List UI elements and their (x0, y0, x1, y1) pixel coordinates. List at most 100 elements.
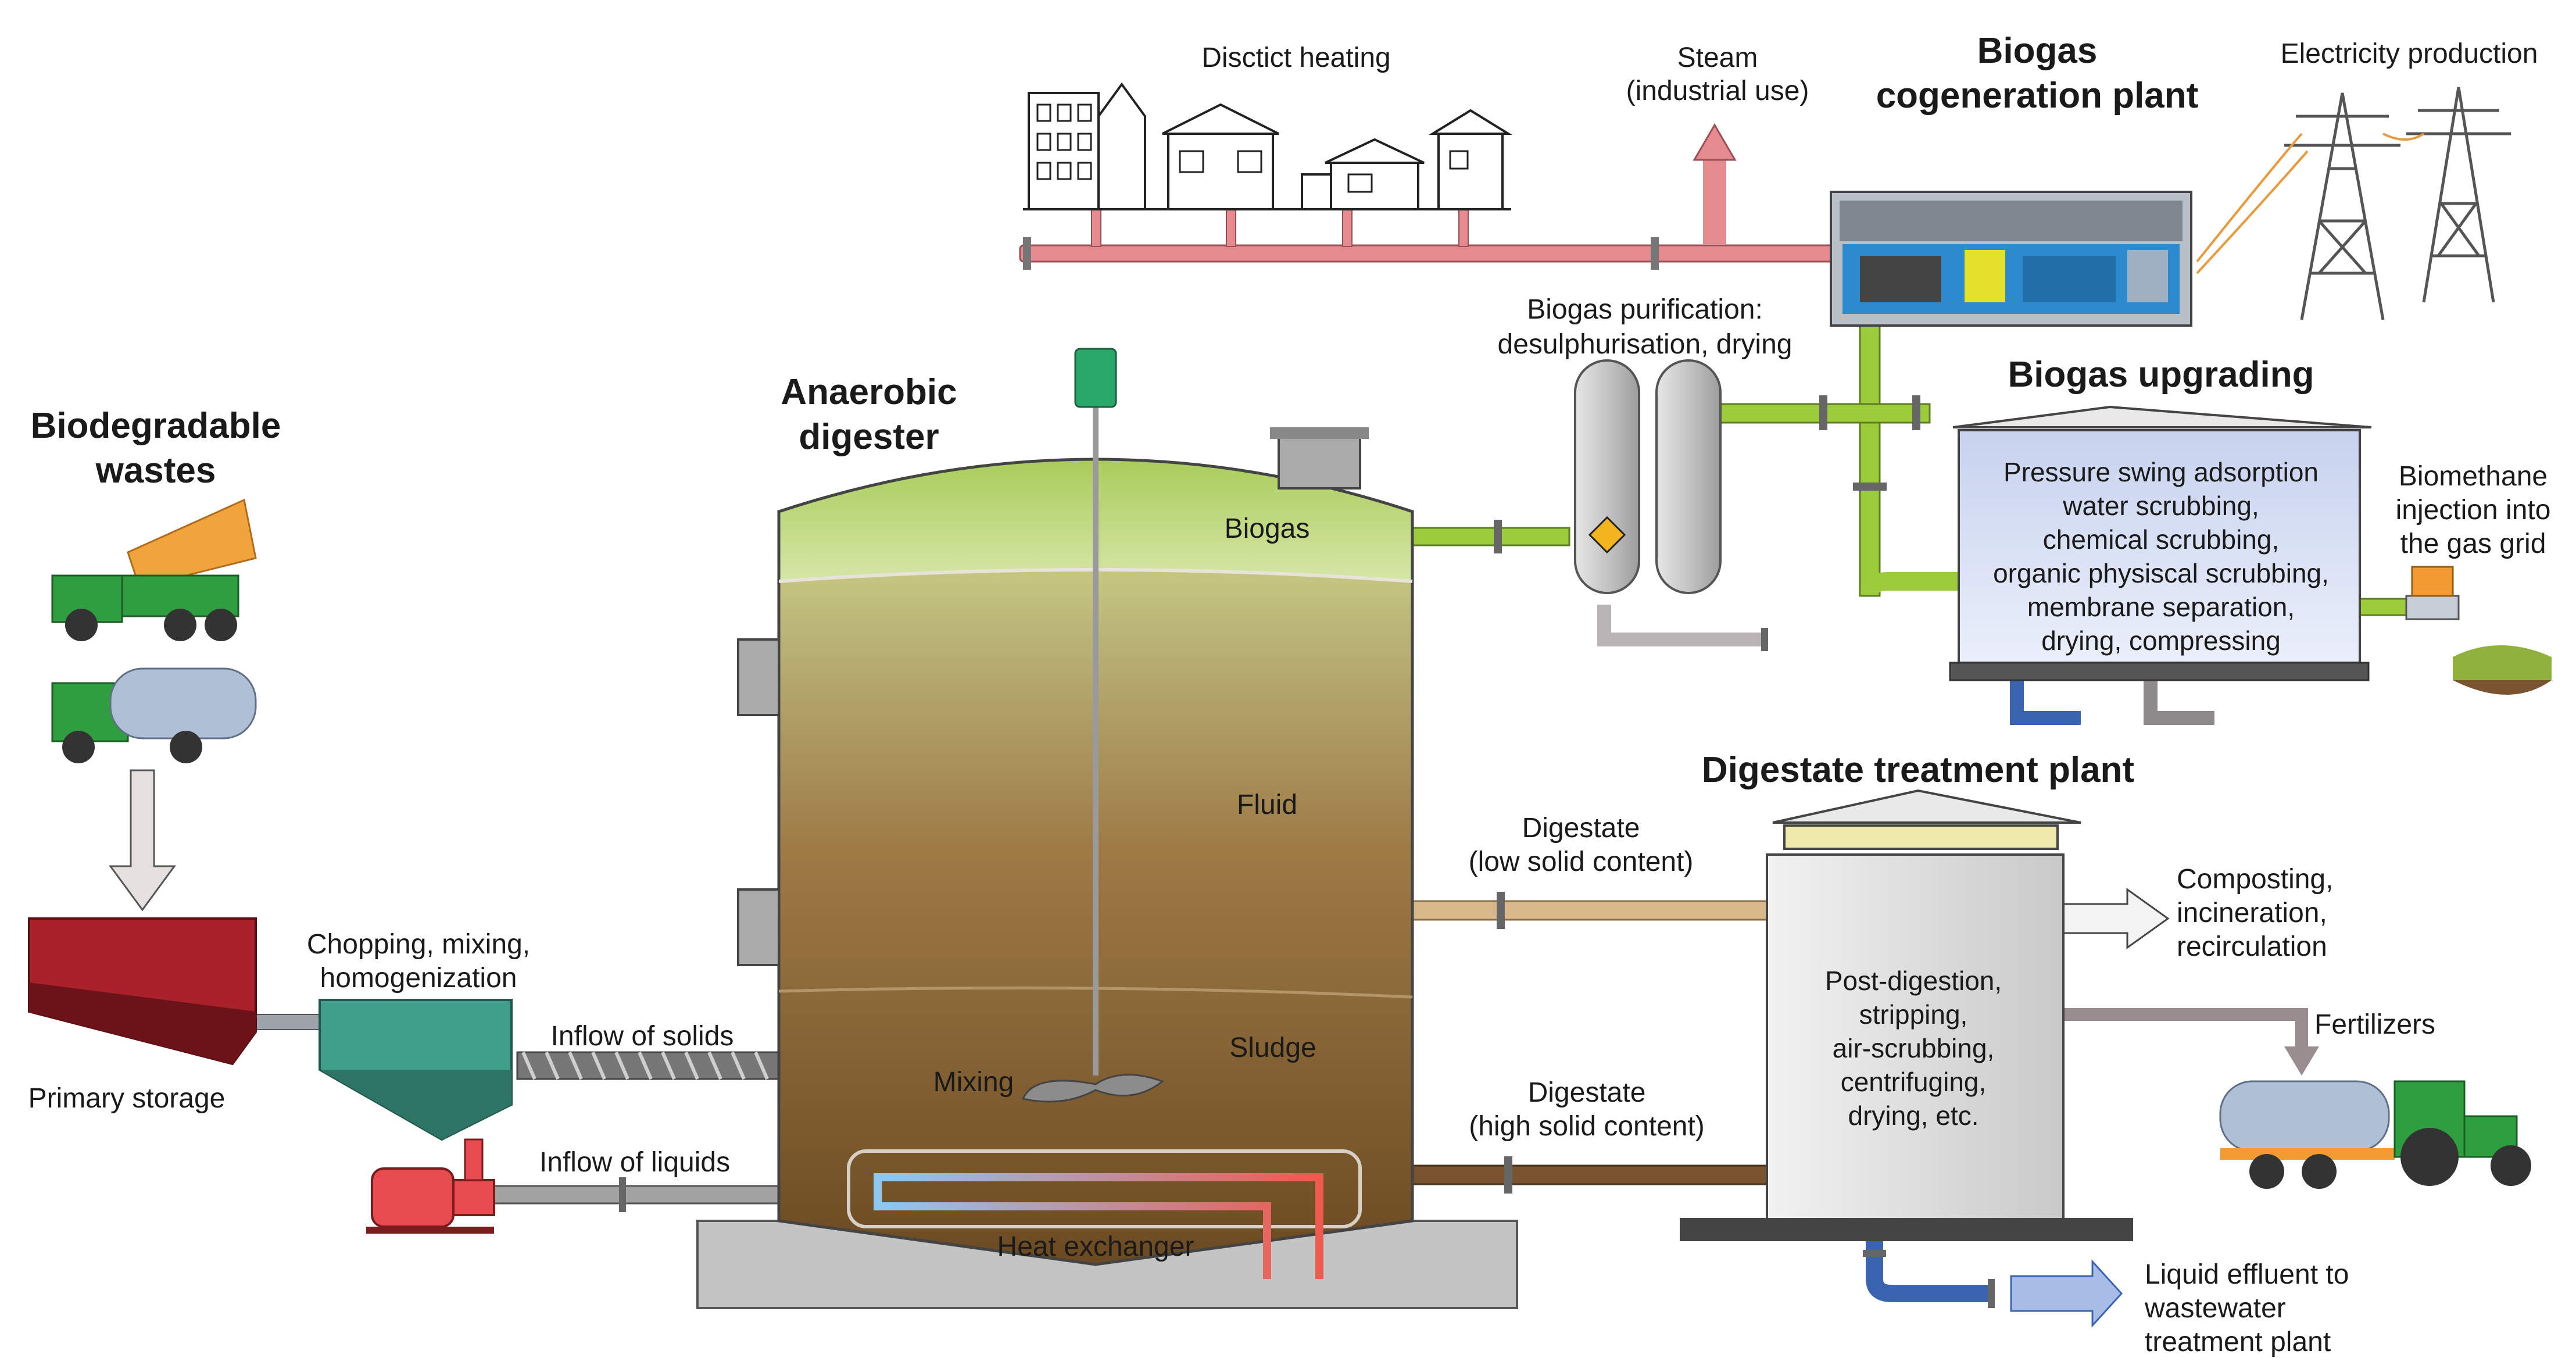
cogeneration-plant (1830, 191, 2192, 327)
label-inflow-solids: Inflow of solids (551, 1021, 734, 1052)
label-biomethane-3: the gas grid (2400, 528, 2546, 559)
upgrading-blue-outlet (2010, 680, 2081, 725)
digestate-high-pipe (1411, 1164, 1768, 1185)
fertilizer-arrow (2284, 1046, 2319, 1076)
label-zone-sludge: Sludge (1229, 1032, 1316, 1063)
label-inflow-liquids: Inflow of liquids (539, 1147, 730, 1178)
label-digestate-high-1: Digestate (1528, 1077, 1646, 1108)
label-composting-3: recirculation (2177, 931, 2327, 962)
label-digestate-high-2: (high solid content) (1469, 1111, 1705, 1142)
heat-pipe (1019, 244, 1852, 263)
steam-arrow (1693, 123, 1737, 161)
primary-storage (28, 917, 257, 1066)
heat-drop (1458, 209, 1469, 247)
label-composting-2: incineration, (2177, 898, 2327, 928)
effluent-arrow (2010, 1259, 2123, 1328)
treatment-step: Post-digestion, (1825, 966, 2002, 996)
label-zone-biogas: Biogas (1225, 513, 1310, 544)
treatment-step: stripping, (1859, 999, 1968, 1030)
label-district-heating: Disctict heating (1201, 42, 1390, 73)
flange (1651, 237, 1659, 270)
biomethane-pipe (2359, 598, 2413, 616)
purification-drain-pipe (1597, 605, 1761, 646)
label-purification-1: Biogas purification: (1527, 294, 1763, 325)
heading-cogeneration-1: Biogas (1977, 31, 2098, 71)
effluent-pipe (1866, 1224, 1988, 1302)
upgrading-grey-outlet (2144, 680, 2214, 725)
mixer-shaft (1093, 407, 1099, 1076)
flange (1494, 520, 1502, 553)
label-zone-fluid: Fluid (1237, 789, 1297, 820)
heading-biodegradable-1: Biodegradable (31, 406, 281, 446)
treatment-step: centrifuging, (1841, 1067, 1987, 1097)
chopping-hopper (319, 999, 513, 1141)
heat-drop (1342, 209, 1353, 247)
label-biomethane-1: Biomethane (2399, 461, 2548, 492)
flange (1819, 395, 1827, 430)
biogas-upgrading-plant (1949, 405, 2372, 681)
flange (1761, 628, 1768, 651)
fertilizer-pipe (2058, 1008, 2308, 1046)
fertilizer-tractor (2219, 1080, 2531, 1189)
treatment-step: drying, etc. (1848, 1101, 1979, 1131)
storage-hopper-pipe (255, 1014, 326, 1030)
label-chopping-1: Chopping, mixing, (307, 929, 530, 960)
label-effluent-3: treatment plant (2145, 1327, 2331, 1357)
label-effluent-2: wastewater (2144, 1293, 2286, 1324)
label-steam-1: Steam (1677, 42, 1758, 73)
label-purification-2: desulphurisation, drying (1498, 329, 1793, 360)
flange (1504, 1156, 1512, 1194)
flange (1863, 1250, 1886, 1257)
label-digestate-low-2: (low solid content) (1469, 846, 1694, 877)
flange (1912, 395, 1920, 430)
heading-cogeneration-2: cogeneration plant (1876, 76, 2199, 116)
liquid-pump (366, 1138, 495, 1234)
digestate-treatment-plant (1680, 789, 2133, 1241)
flange (1988, 1279, 1995, 1308)
heading-anaerobic-2: digester (799, 417, 939, 457)
purification-tanks (1574, 359, 1722, 594)
upgrading-method: organic physiscal scrubbing, (1993, 558, 2329, 588)
upgrading-method: membrane separation, (2027, 592, 2295, 622)
label-biomethane-2: injection into (2396, 495, 2551, 526)
label-effluent-1: Liquid effluent to (2145, 1259, 2349, 1290)
upgrading-method: drying, compressing (2041, 626, 2281, 656)
heat-drop (1091, 209, 1101, 247)
mixer-blade (1021, 1074, 1165, 1103)
conveyor-screw (521, 1051, 769, 1080)
digestate-low-pipe (1411, 900, 1768, 921)
label-heat-exchanger: Heat exchanger (997, 1231, 1194, 1262)
label-composting-1: Composting, (2177, 864, 2333, 895)
biogas-pipe-vertical (1859, 321, 1881, 597)
flammable-icon (1588, 516, 1626, 554)
label-mixing: Mixing (933, 1067, 1014, 1098)
label-steam-2: (industrial use) (1626, 76, 1809, 106)
biogas-pipe-to-upgrading (1861, 572, 1965, 594)
label-digestate-low-1: Digestate (1522, 813, 1640, 844)
heading-digestate-treatment: Digestate treatment plant (1702, 750, 2134, 790)
heading-biodegradable-2: wastes (95, 451, 216, 491)
treatment-step: air-scrubbing, (1833, 1033, 1995, 1063)
waste-down-arrow (109, 769, 176, 912)
composting-arrow (2056, 888, 2170, 949)
flange (1853, 483, 1887, 491)
gas-grid-connection (2405, 566, 2552, 695)
flange (1023, 237, 1031, 270)
label-electricity: Electricity production (2281, 38, 2538, 69)
district-heating-houses (1023, 82, 1513, 210)
flange (619, 1177, 626, 1212)
heading-upgrading: Biogas upgrading (2008, 355, 2314, 395)
label-fertilizers: Fertilizers (2314, 1009, 2435, 1040)
text-labels: Biodegradable wastes Anaerobic digester … (28, 31, 2551, 1357)
flange (1497, 892, 1505, 929)
waste-trucks (51, 498, 257, 763)
heat-exchanger-coil (874, 1173, 1323, 1279)
label-primary-storage: Primary storage (28, 1083, 226, 1114)
heading-anaerobic-1: Anaerobic (781, 372, 957, 412)
anaerobic-digester (696, 348, 1518, 1309)
liquids-pipe (493, 1185, 780, 1205)
heat-drop (1226, 209, 1236, 247)
upgrading-method: Pressure swing adsorption (2003, 457, 2319, 487)
label-chopping-2: homogenization (320, 963, 517, 994)
